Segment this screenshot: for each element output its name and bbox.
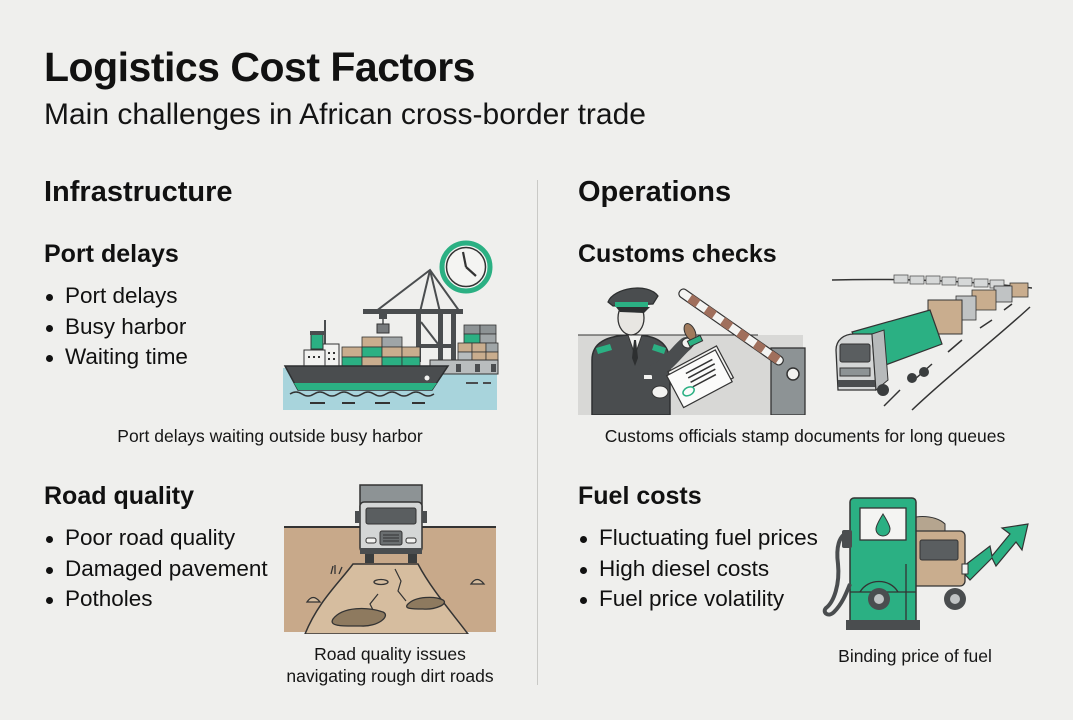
page-subtitle: Main challenges in African cross-border …	[44, 98, 646, 131]
fuel-pump-icon	[822, 497, 1029, 630]
section-heading-customs-checks: Customs checks	[578, 240, 777, 268]
truck-on-dirt-road-icon	[284, 484, 496, 634]
fuel-costs-caption: Binding price of fuel	[838, 646, 992, 666]
list-item: High diesel costs	[578, 554, 818, 585]
column-divider	[537, 180, 538, 685]
list-item: Potholes	[44, 584, 268, 615]
road-quality-bullet-list: Poor road quality Damaged pavement Potho…	[44, 523, 268, 615]
column-heading-infrastructure: Infrastructure	[44, 176, 233, 208]
section-heading-fuel-costs: Fuel costs	[578, 482, 702, 510]
column-heading-operations: Operations	[578, 176, 732, 208]
section-heading-port-delays: Port delays	[44, 240, 179, 268]
road-quality-caption: Road quality issues navigating rough dir…	[286, 644, 494, 686]
list-item: Fluctuating fuel prices	[578, 523, 818, 554]
fuel-costs-bullet-list: Fluctuating fuel prices High diesel cost…	[578, 523, 818, 615]
list-item: Fuel price volatility	[578, 584, 818, 615]
list-item: Busy harbor	[44, 312, 188, 343]
cargo-ship-port-icon	[283, 240, 499, 410]
port-delays-caption: Port delays waiting outside busy harbor	[117, 426, 423, 446]
list-item: Waiting time	[44, 342, 188, 373]
list-item: Poor road quality	[44, 523, 268, 554]
list-item: Damaged pavement	[44, 554, 268, 585]
customs-checks-caption: Customs officials stamp documents for lo…	[604, 426, 1006, 446]
list-item: Port delays	[44, 281, 188, 312]
customs-officer-icon	[578, 287, 806, 415]
section-heading-road-quality: Road quality	[44, 482, 195, 510]
port-delays-bullet-list: Port delays Busy harbor Waiting time	[44, 281, 188, 373]
truck-queue-icon	[832, 274, 1032, 411]
page-title: Logistics Cost Factors	[44, 44, 475, 90]
